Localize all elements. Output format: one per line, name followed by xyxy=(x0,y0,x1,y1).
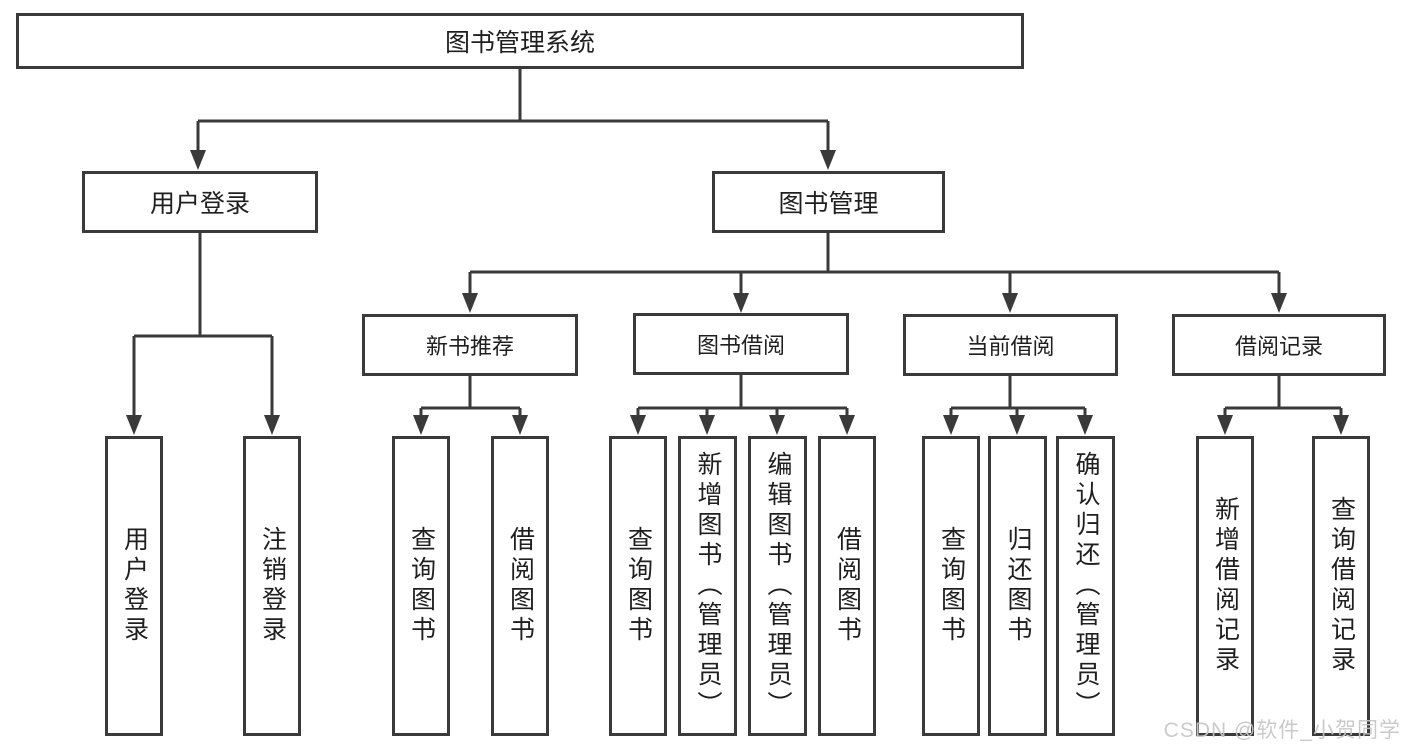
leaf-current-query-book: 查询图书 xyxy=(922,436,980,736)
leaf-recommend-query-book: 查询图书 xyxy=(392,436,450,736)
leaf-user-login: 用户登录 xyxy=(105,436,163,736)
node-borrowing-records: 借阅记录 xyxy=(1172,314,1386,376)
leaf-borrowing-add-book-admin: 新增图书（管理员） xyxy=(678,436,737,736)
leaf-borrowing-borrow-book: 借阅图书 xyxy=(818,436,876,736)
arrowheads xyxy=(126,150,1349,435)
node-borrowing-records-label: 借阅记录 xyxy=(1234,334,1323,359)
node-current-borrowing: 当前借阅 xyxy=(903,314,1118,376)
node-root-library-system: 图书管理系统 xyxy=(16,13,1024,69)
leaf-current-return-book-label: 归还图书 xyxy=(1004,526,1032,646)
leaf-borrowing-edit-book-admin: 编辑图书（管理员） xyxy=(748,436,807,736)
leaf-user-login-label: 用户登录 xyxy=(120,526,149,646)
node-book-borrowing-label: 图书借阅 xyxy=(696,333,785,358)
leaf-borrowing-edit-book-admin-label: 编辑图书（管理员） xyxy=(764,451,792,721)
csdn-watermark: CSDN @软件_小贺同学 xyxy=(1163,719,1401,742)
leaf-records-add-record-label: 新增借阅记录 xyxy=(1211,496,1240,676)
leaf-records-query-record: 查询借阅记录 xyxy=(1312,436,1370,736)
leaf-current-confirm-return-admin-label: 确认归还（管理员） xyxy=(1072,451,1100,721)
connector-paths xyxy=(132,68,1343,419)
leaf-logout-login-label: 注销登录 xyxy=(258,526,287,646)
leaf-records-query-record-label: 查询借阅记录 xyxy=(1327,496,1356,676)
node-user-login: 用户登录 xyxy=(82,171,318,233)
leaf-current-query-book-label: 查询图书 xyxy=(937,526,966,646)
leaf-current-return-book: 归还图书 xyxy=(988,436,1047,736)
node-user-login-label: 用户登录 xyxy=(149,190,250,218)
node-root-label: 图书管理系统 xyxy=(444,29,595,57)
leaf-recommend-query-book-label: 查询图书 xyxy=(407,526,436,646)
node-book-management-label: 图书管理 xyxy=(778,190,879,218)
leaf-current-confirm-return-admin: 确认归还（管理员） xyxy=(1056,436,1115,736)
leaf-records-add-record: 新增借阅记录 xyxy=(1196,436,1254,736)
node-current-borrowing-label: 当前借阅 xyxy=(966,334,1055,359)
leaf-borrowing-borrow-book-label: 借阅图书 xyxy=(833,526,862,646)
leaf-borrowing-query-book: 查询图书 xyxy=(609,436,667,736)
leaf-borrowing-add-book-admin-label: 新增图书（管理员） xyxy=(694,451,722,721)
leaf-borrowing-query-book-label: 查询图书 xyxy=(624,526,653,646)
node-book-management: 图书管理 xyxy=(712,171,945,233)
node-new-book-recommend-label: 新书推荐 xyxy=(425,334,514,359)
leaf-logout-login: 注销登录 xyxy=(243,436,301,736)
node-book-borrowing: 图书借阅 xyxy=(633,313,849,375)
leaf-recommend-borrow-book: 借阅图书 xyxy=(491,436,549,736)
node-new-book-recommend: 新书推荐 xyxy=(362,314,578,376)
leaf-recommend-borrow-book-label: 借阅图书 xyxy=(506,526,535,646)
